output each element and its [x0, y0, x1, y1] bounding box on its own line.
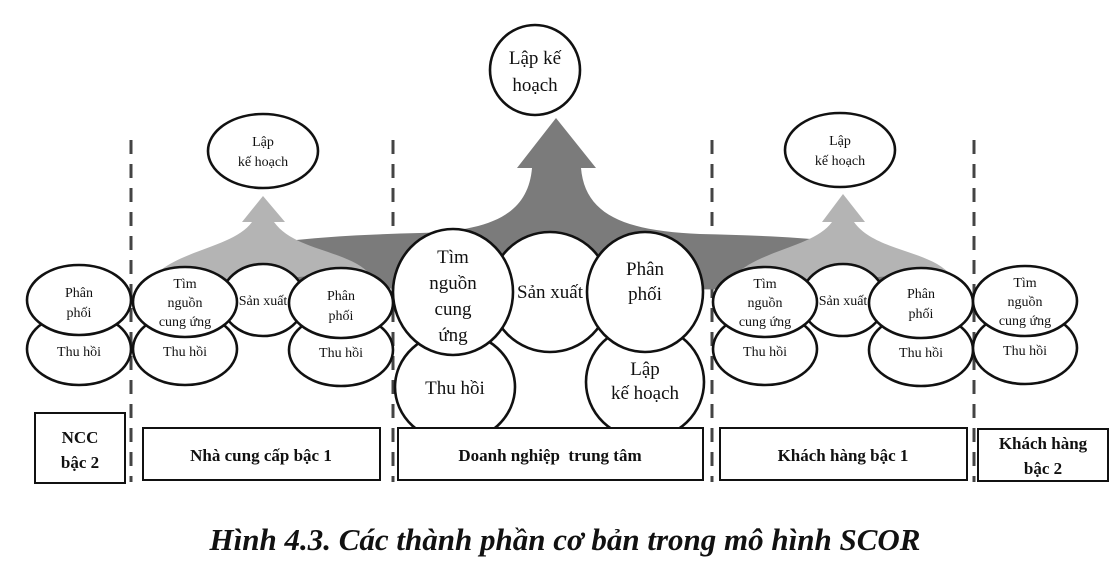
svg-text:bậc 2: bậc 2 [61, 453, 99, 472]
svg-text:Lập kế: Lập kế [509, 48, 562, 69]
ncc2-distribute-node: Phân phối [25, 263, 133, 337]
svg-text:Doanh nghiệp trung tâm: Doanh nghiệp trung tâm [458, 446, 641, 465]
svg-text:Khách hàng bậc 1: Khách hàng bậc 1 [778, 446, 909, 465]
focal-source-node: Tìm nguồn cung ứng [391, 227, 515, 357]
svg-text:Phân: Phân [327, 289, 355, 304]
svg-text:nguồn: nguồn [168, 296, 203, 311]
svg-text:Nhà cung cấp bậc 1: Nhà cung cấp bậc 1 [190, 446, 332, 465]
svg-text:cung ứng: cung ứng [159, 315, 211, 330]
svg-text:phối: phối [628, 284, 662, 305]
svg-text:kế hoạch: kế hoạch [815, 154, 865, 169]
svg-text:cung ứng: cung ứng [999, 314, 1051, 329]
svg-text:Phân: Phân [626, 259, 665, 280]
supplier1-plan-node: Lập kế hoạch [206, 112, 320, 190]
svg-text:phối: phối [909, 307, 934, 322]
focal-plan-node: Lập kế hoạch [584, 323, 706, 441]
svg-text:Sản xuất: Sản xuất [517, 282, 584, 303]
svg-text:nguồn: nguồn [748, 296, 783, 311]
svg-text:hoạch: hoạch [512, 75, 558, 96]
customer1-distribute-node: Phân phối [867, 266, 975, 340]
focal-distribute-node: Phân phối [585, 230, 705, 354]
svg-text:Phân: Phân [907, 287, 935, 302]
dark-plan-flow-arrow [145, 118, 962, 290]
svg-text:Phân: Phân [65, 286, 93, 301]
svg-text:NCC: NCC [62, 428, 99, 447]
svg-text:Tìm: Tìm [173, 277, 196, 292]
svg-text:Sản xuất: Sản xuất [819, 294, 868, 309]
customer1-label-box: Khách hàng bậc 1 [719, 427, 968, 481]
svg-text:nguồn: nguồn [1008, 295, 1043, 310]
svg-text:Thu hồi: Thu hồi [163, 345, 207, 360]
svg-text:Tìm: Tìm [753, 277, 776, 292]
top-plan-node: Lập kế hoạch [488, 23, 582, 117]
svg-text:Thu hồi: Thu hồi [1003, 344, 1047, 359]
svg-text:ứng: ứng [438, 325, 468, 346]
figure-caption: Hình 4.3. Các thành phần cơ bản trong mô… [209, 522, 921, 557]
svg-text:kế hoạch: kế hoạch [238, 155, 288, 170]
svg-text:Sản xuất: Sản xuất [239, 294, 288, 309]
svg-text:kế hoạch: kế hoạch [611, 383, 680, 404]
svg-text:Thu hồi: Thu hồi [57, 345, 101, 360]
svg-text:Thu hồi: Thu hồi [319, 346, 363, 361]
svg-text:phối: phối [67, 306, 92, 321]
svg-text:Thu hồi: Thu hồi [899, 346, 943, 361]
ncc2-label-box: NCC bậc 2 [34, 412, 126, 484]
svg-text:Tìm: Tìm [1013, 276, 1036, 291]
focal-label-box: Doanh nghiệp trung tâm [397, 427, 704, 481]
supplier1-label-box: Nhà cung cấp bậc 1 [142, 427, 381, 481]
svg-text:Khách hàng: Khách hàng [999, 434, 1088, 453]
svg-text:Lập: Lập [252, 135, 274, 150]
customer2-label-box: Khách hàng bậc 2 [977, 428, 1109, 482]
supplier1-distribute-node: Phân phối [287, 266, 395, 340]
light-plan-arrow-left [145, 196, 368, 288]
svg-text:Thu hồi: Thu hồi [743, 345, 787, 360]
light-plan-arrow-right [725, 194, 948, 288]
svg-text:Tìm: Tìm [437, 247, 469, 268]
customer1-source-node: Tìm nguồn cung ứng [711, 265, 819, 339]
focal-return-node: Thu hồi [393, 330, 517, 444]
svg-text:Lập: Lập [630, 359, 660, 380]
svg-text:Lập: Lập [829, 134, 851, 149]
svg-text:cung ứng: cung ứng [739, 315, 791, 330]
svg-text:cung: cung [435, 299, 472, 320]
customer1-plan-node: Lập kế hoạch [783, 111, 897, 189]
supplier1-source-node: Tìm nguồn cung ứng [131, 265, 239, 339]
svg-text:Thu hồi: Thu hồi [425, 378, 485, 399]
svg-text:nguồn: nguồn [429, 273, 477, 294]
customer2-source-node: Tìm nguồn cung ứng [971, 264, 1079, 338]
svg-text:bậc 2: bậc 2 [1024, 459, 1062, 478]
svg-text:phối: phối [329, 309, 354, 324]
